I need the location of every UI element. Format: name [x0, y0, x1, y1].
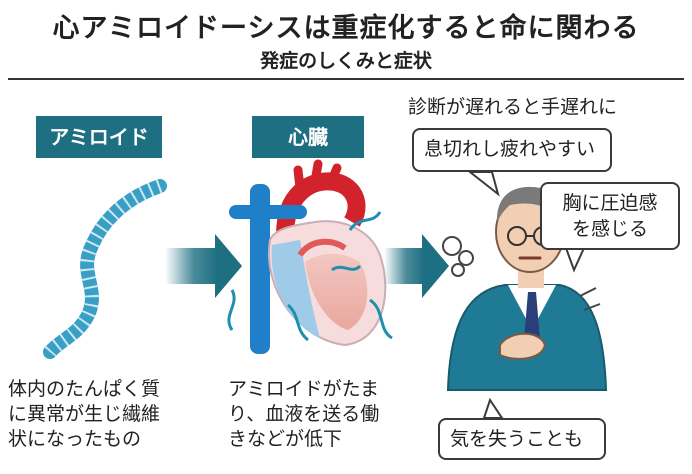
page-title: 心アミロイドーシスは重症化すると命に関わる [52, 13, 640, 44]
heart-caption-line: きなどが低下 [228, 428, 343, 450]
arrow-right-icon [384, 234, 449, 298]
amyloid-fiber-icon [43, 179, 167, 359]
heart-caption-line: り、血液を送る働 [228, 403, 380, 425]
amyloid-caption-line: 状になったもの [8, 428, 142, 450]
amyloid-caption-line: 体内のたんぱく質 [8, 378, 161, 400]
amyloid-caption-line: に異常が生じ繊維 [8, 403, 161, 425]
symptom-bubble-chest-line: を感じる [571, 218, 648, 240]
heart-caption: アミロイドがたま り、血液を送る働 きなどが低下 [228, 377, 379, 452]
amyloid-label: アミロイド [36, 116, 162, 158]
symptom-bubble-chest: 胸に圧迫感 を感じる [540, 182, 680, 250]
heart-label: 心臓 [252, 116, 364, 158]
symptom-bubble-chest-line: 胸に圧迫感 [562, 192, 658, 214]
symptom-bubble-breath: 息切れし疲れやすい [412, 128, 612, 172]
page-subtitle: 発症のしくみと症状 [260, 50, 432, 72]
amyloid-caption: 体内のたんぱく質 に異常が生じ繊維 状になったもの [8, 377, 160, 452]
heart-icon [227, 159, 393, 354]
symptom-bubble-faint: 気を失うことも [438, 418, 606, 460]
heart-caption-line: アミロイドがたま [228, 378, 380, 400]
diagnosis-note: 診断が遅れると手遅れに [408, 96, 618, 118]
title-divider [8, 78, 684, 80]
arrow-right-icon [165, 234, 242, 298]
